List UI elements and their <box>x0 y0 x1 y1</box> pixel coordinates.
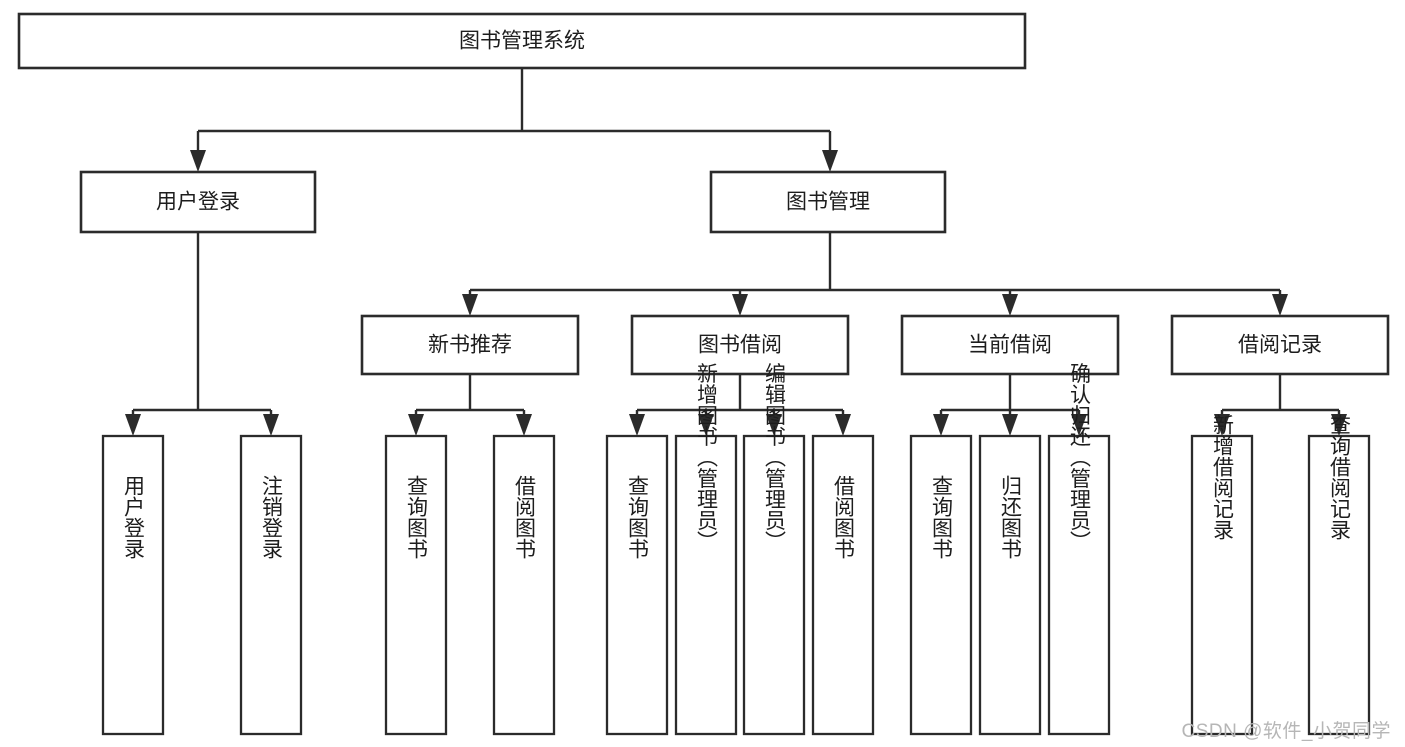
leaf-borrow-record-query-label: 查询借阅记录 <box>1328 414 1352 540</box>
connectors-booksmgmt-to-level3 <box>462 232 1288 316</box>
leaf-user-login-logout-label: 注销登录 <box>260 475 284 559</box>
node-book-borrow-label: 图书借阅 <box>698 334 782 357</box>
connectors-currentborrow-to-leaves <box>933 374 1087 436</box>
node-current-borrow-label: 当前借阅 <box>968 334 1052 357</box>
leaf-current-borrow-return[interactable]: 归还图书 <box>978 434 1042 736</box>
leaf-new-book-borrow[interactable]: 借阅图书 <box>492 434 556 736</box>
leaf-book-borrow-edit[interactable]: 编辑图书（管理员） <box>742 363 806 736</box>
node-book-management-label: 图书管理 <box>786 191 870 214</box>
leaf-user-login-login-label: 用户登录 <box>122 475 146 559</box>
leaf-user-login-login[interactable]: 用户登录 <box>101 434 165 736</box>
leaf-book-borrow-borrow-label: 借阅图书 <box>832 475 856 559</box>
leaf-user-login-logout[interactable]: 注销登录 <box>239 434 303 736</box>
leaf-book-borrow-query-label: 查询图书 <box>626 475 650 559</box>
leaf-current-borrow-confirm-label: 确认归还（管理员） <box>1068 363 1092 552</box>
leaf-borrow-record-add[interactable]: 新增借阅记录 <box>1190 414 1254 736</box>
leaf-borrow-record-query[interactable]: 查询借阅记录 <box>1307 414 1371 736</box>
leaf-borrow-record-add-label: 新增借阅记录 <box>1211 414 1235 540</box>
leaf-book-borrow-borrow[interactable]: 借阅图书 <box>811 434 875 736</box>
leaf-book-borrow-query[interactable]: 查询图书 <box>605 434 669 736</box>
connectors-newbook-to-leaves <box>408 374 532 436</box>
node-root-label: 图书管理系统 <box>459 30 585 53</box>
node-borrow-record[interactable]: 借阅记录 <box>1170 314 1390 376</box>
node-current-borrow[interactable]: 当前借阅 <box>900 314 1120 376</box>
leaf-new-book-query[interactable]: 查询图书 <box>384 434 448 736</box>
leaf-current-borrow-query[interactable]: 查询图书 <box>909 434 973 736</box>
node-user-login-label: 用户登录 <box>156 191 240 214</box>
connectors-bookborrow-to-leaves <box>629 374 851 436</box>
node-root-system[interactable]: 图书管理系统 <box>17 12 1027 70</box>
connectors-borrowrecord-to-leaves <box>1214 374 1347 436</box>
node-new-book-recommend-label: 新书推荐 <box>428 334 512 357</box>
leaf-current-borrow-query-label: 查询图书 <box>930 475 954 559</box>
leaf-current-borrow-return-label: 归还图书 <box>999 475 1023 559</box>
connectors-root-to-level2 <box>190 68 838 172</box>
leaf-book-borrow-add[interactable]: 新增图书（管理员） <box>674 363 738 736</box>
connectors-userlogin-to-leaves <box>125 232 279 436</box>
node-book-borrow[interactable]: 图书借阅 <box>630 314 850 376</box>
node-new-book-recommend[interactable]: 新书推荐 <box>360 314 580 376</box>
leaf-new-book-query-label: 查询图书 <box>405 475 429 559</box>
leaf-book-borrow-add-label: 新增图书（管理员） <box>695 363 719 552</box>
node-book-management[interactable]: 图书管理 <box>709 170 947 234</box>
leaf-new-book-borrow-label: 借阅图书 <box>513 475 537 559</box>
leaf-current-borrow-confirm[interactable]: 确认归还（管理员） <box>1047 363 1111 736</box>
node-user-login[interactable]: 用户登录 <box>79 170 317 234</box>
node-borrow-record-label: 借阅记录 <box>1238 334 1322 357</box>
leaf-book-borrow-edit-label: 编辑图书（管理员） <box>763 363 787 552</box>
